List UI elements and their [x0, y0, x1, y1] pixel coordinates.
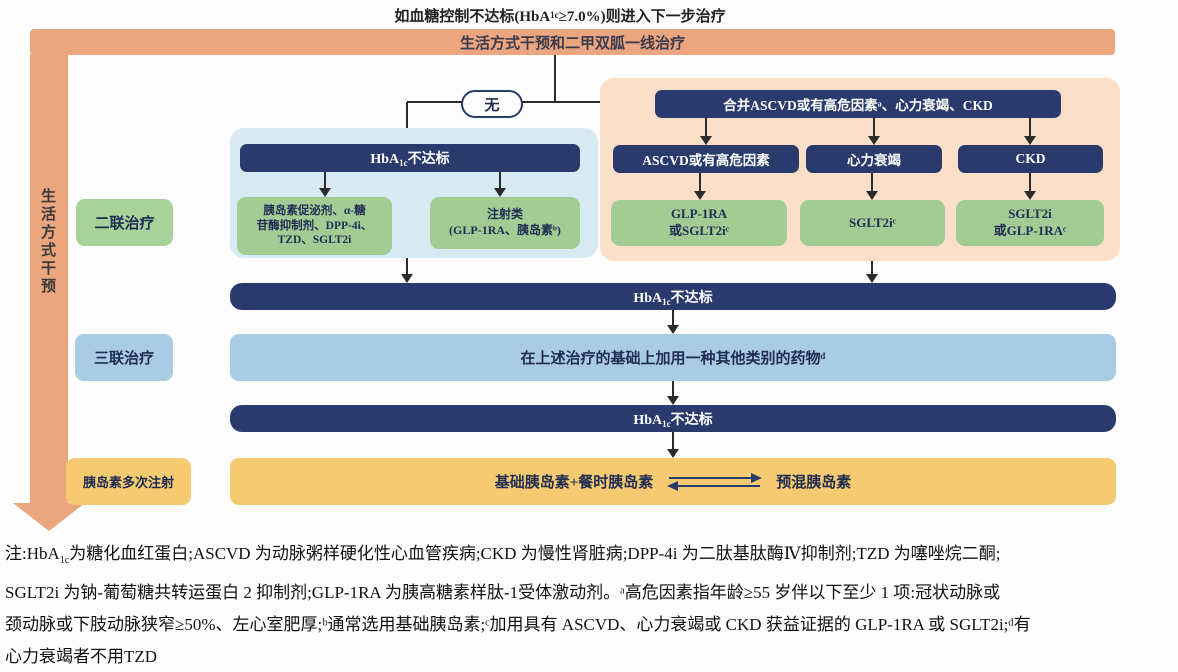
arrow-ckd-to-treatment-icon [1024, 173, 1036, 200]
arrow-bar1-to-triple-icon [667, 310, 679, 334]
hba-text: HbA1c不达标 [370, 148, 449, 168]
connector-stem-line [554, 55, 556, 103]
arrow-to-oral-drugs-icon [319, 172, 331, 197]
top-caption-p2: ≥7.0%)则进入下一步治疗 [558, 8, 726, 25]
note-line-3: 颈动脉或下肢动脉狭窄≥50%、左心室肥厚;ᵇ通常选用基础胰岛素;ᶜ加用具有 AS… [5, 615, 1031, 634]
lifestyle-arrow-head [13, 503, 85, 531]
connector-branch-line [407, 101, 647, 103]
arrow-peach-panel-to-bar-icon [866, 261, 878, 283]
ckd-treatment-box: SGLT2i 或GLP-1RAᶜ [956, 200, 1104, 246]
top-caption-p1: 如血糖控制不达标(HbA [394, 8, 551, 25]
note1-hba-sub: 1c [59, 555, 70, 566]
hba-text: HbA1c不达标 [633, 409, 712, 429]
basal-prandial-insulin-label: 基础胰岛素+餐时胰岛素 [494, 475, 654, 491]
hba-sub: 1c [662, 296, 671, 307]
arrow-header-to-ascvd-icon [700, 118, 712, 145]
arrow-ascvd-to-treatment-icon [694, 173, 706, 200]
heart-failure-treatment-box: SGLT2iᶜ [800, 200, 945, 246]
hba-sub: 1c [399, 158, 408, 168]
dual-therapy-label: 二联治疗 [76, 199, 173, 246]
oral-drugs-box: 胰岛素促泌剂、α-糖 苷酶抑制剂、DPP-4i、 TZD、SGLT2i [237, 197, 392, 255]
insulin-bar: 基础胰岛素+餐时胰岛素 预混胰岛素 [230, 458, 1116, 505]
triple-therapy-bar: 在上述治疗的基础上加用一种其他类别的药物ᵈ [230, 334, 1116, 381]
note-line-2: SGLT2i 为钠-葡萄糖共转运蛋白 2 抑制剂;GLP-1RA 为胰高糖素样肽… [5, 583, 1001, 602]
ckd-condition-box: CKD [958, 145, 1103, 173]
lifestyle-side-label: 生活方式干预 [39, 188, 55, 296]
hba-sub: 1c [662, 418, 671, 429]
hba-not-reached-box-left: HbA1c不达标 [240, 144, 580, 172]
hba-p1: HbA [633, 412, 663, 428]
hba-subscript: 1c [550, 10, 559, 20]
note1-p1: 注:HbA [5, 544, 60, 563]
arrow-bar2-to-insulin-icon [667, 432, 679, 458]
premixed-insulin-label: 预混胰岛素 [776, 475, 852, 491]
lifestyle-metformin-bar-label: 生活方式干预和二甲双胍一线治疗 [459, 35, 685, 52]
note1-p2: 为糖化血红蛋白;ASCVD 为动脉粥样硬化性心血管疾病;CKD 为慢性肾脏病;D… [69, 544, 1001, 563]
ascvd-treatment-box: GLP-1RA 或SGLT2iᶜ [611, 200, 787, 246]
hba-p2: 不达标 [670, 412, 713, 428]
arrow-to-injection-drugs-icon [494, 172, 506, 197]
ascvd-condition-box: ASCVD或有高危因素 [613, 145, 799, 173]
note-line-4: 心力衰竭者不用TZD [5, 647, 158, 666]
hba-not-reached-bar-1: HbA1c不达标 [230, 283, 1116, 310]
heart-failure-condition-box: 心力衰竭 [806, 145, 942, 173]
notes: 注:HbA1c为糖化血红蛋白;ASCVD 为动脉粥样硬化性心血管疾病;CKD 为… [5, 538, 1175, 672]
injection-drugs-box: 注射类 (GLP-1RA、胰岛素ᵇ) [430, 197, 580, 249]
hba-p2: 不达标 [670, 290, 713, 306]
exchange-arrows-icon [667, 472, 763, 491]
arrow-heart-failure-to-treatment-icon [866, 173, 878, 200]
insulin-injection-label: 胰岛素多次注射 [66, 458, 191, 505]
arrow-left-panel-to-bar-icon [401, 258, 413, 283]
hba-p1: HbA [370, 152, 400, 167]
none-branch-oval: 无 [461, 90, 523, 118]
hba-p2: 不达标 [407, 152, 450, 167]
triple-therapy-label: 三联治疗 [75, 334, 173, 381]
lifestyle-metformin-bar: 生活方式干预和二甲双胍一线治疗 [30, 29, 1115, 55]
arrow-triple-to-bar2-icon [667, 381, 679, 405]
hba-text: HbA1c不达标 [633, 287, 712, 307]
hba-not-reached-bar-2: HbA1c不达标 [230, 405, 1116, 432]
lifestyle-arrow-band [30, 54, 68, 504]
arrow-header-to-heart-failure-icon [868, 118, 880, 145]
comorbid-header-box: 合并ASCVD或有高危因素ᵃ、心力衰竭、CKD [655, 90, 1061, 118]
hba-p1: HbA [633, 290, 663, 306]
none-branch-label: 无 [484, 97, 500, 114]
arrow-header-to-ckd-icon [1024, 118, 1036, 145]
note-line-1: 注:HbA1c为糖化血红蛋白;ASCVD 为动脉粥样硬化性心血管疾病;CKD 为… [5, 538, 1175, 577]
